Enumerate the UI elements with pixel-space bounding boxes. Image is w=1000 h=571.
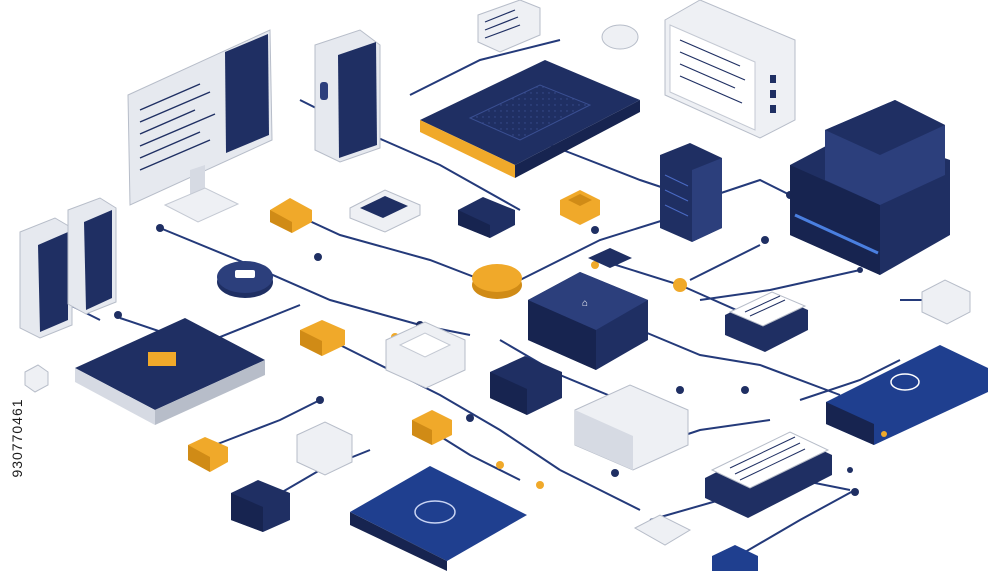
network-switch-small (349, 189, 421, 233)
server-block (790, 100, 950, 275)
desktop-monitor (127, 29, 273, 223)
blue-hub-small (458, 197, 515, 238)
document-stack (477, 0, 541, 53)
small-box-left-edge (24, 364, 49, 393)
blue-power-bank (826, 345, 988, 445)
cloud-capsule (601, 24, 639, 50)
gold-chip-left (270, 198, 312, 233)
mobile-device-right (67, 197, 117, 315)
gold-chip-center (560, 190, 600, 225)
mobile-device-left (19, 217, 73, 339)
white-printer-box (385, 321, 466, 389)
gold-chip-lower-center (412, 410, 452, 445)
svg-text:⌂: ⌂ (582, 298, 588, 309)
gold-disc (472, 264, 522, 299)
white-cube-bottom (296, 421, 353, 476)
document-tray-right (705, 431, 832, 518)
rack-server-white (664, 0, 796, 139)
document-sheet-bottom (633, 514, 692, 546)
stock-image-id: 930770461 (9, 398, 25, 478)
server-rack-blue (660, 143, 722, 242)
large-tablet-left (75, 318, 265, 425)
small-white-cube-right (921, 279, 971, 325)
rack-plate-blue (588, 248, 632, 268)
gold-chip-bottom-left (188, 437, 228, 472)
central-router: ⌂ (528, 272, 648, 370)
blue-tablet-bottom (350, 466, 527, 571)
blue-cube-bottom (231, 480, 290, 532)
central-platform (420, 60, 640, 178)
smartphone-device (314, 29, 381, 163)
file-card-top-right (725, 291, 808, 352)
blue-chip-bottom (712, 545, 758, 571)
blue-router-small (490, 356, 562, 415)
cloud-disc-icon (217, 261, 273, 298)
gold-chip-mid (300, 320, 345, 356)
white-storage-box (574, 384, 689, 471)
